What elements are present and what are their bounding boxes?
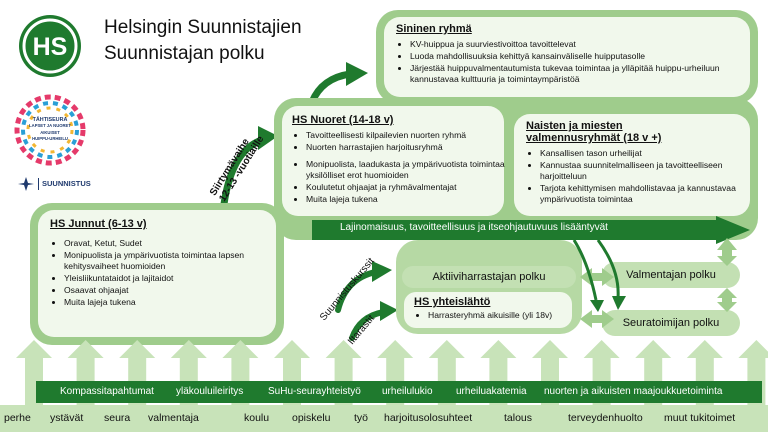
page-title-line2: Suunnistajan polku (104, 43, 265, 64)
club-logo-text: HS (33, 33, 68, 61)
sininen-title: Sininen ryhmä (396, 23, 472, 35)
nuoret-item: Muita lajeja tukena (306, 194, 506, 205)
junnut-item: Monipuolista ja ympärivuotista toimintaa… (64, 250, 274, 272)
compass-icon (18, 177, 34, 191)
valmentaja-label: Valmentajan polku (626, 269, 716, 281)
growth-arrow (312, 216, 750, 244)
yhteislahto-box: HS yhteislähtö Harrasteryhmä aikuisille … (404, 292, 572, 328)
support-item: koulu (244, 412, 270, 424)
nuoret-item: Tavoitteellisesti kilpailevien nuorten r… (306, 130, 506, 141)
federation-logo: SUUNNISTUS (16, 176, 96, 192)
support-item: harjoitusolosuhteet (384, 412, 473, 424)
support-strip: perhe ystävät seura valmentaja koulu opi… (0, 405, 768, 432)
support-item: seura (104, 412, 131, 424)
band-item: yläkouluileiritys (176, 386, 244, 397)
tahtiseura-line4: HUIPPU-URHEILU (32, 136, 68, 142)
valmentaja-path: Valmentajan polku (602, 262, 740, 288)
tahtiseura-line3: AIKUISET (40, 129, 60, 135)
band-item: urheiluakatemia (456, 386, 527, 397)
support-item: talous (504, 412, 533, 424)
nuoret-item: Monipuolista, laadukasta ja ympärivuotis… (306, 159, 506, 181)
band-item: SuHu-seurayhteistyö (268, 386, 361, 397)
valmennus-title: Naisten ja miesten valmennusryhmät (18 v… (526, 120, 662, 144)
nuoret-title: HS Nuoret (14-18 v) (292, 114, 394, 126)
club-logo: HS (18, 14, 82, 78)
junnut-item: Yleisliikuntataidot ja lajitaidot (64, 273, 274, 284)
arrow-head-nuoret-sininen (346, 62, 368, 86)
valmennus-item: Kansallisen tason urheilijat (540, 148, 750, 159)
support-item: työ (354, 412, 369, 424)
valmennusryhmat-box: Naisten ja miesten valmennusryhmät (18 v… (514, 114, 750, 216)
junnut-item: Osaavat ohjaajat (64, 285, 274, 296)
sininen-item: Järjestää huippuvalmentautumista tukevaa… (410, 63, 750, 85)
support-item: ystävät (50, 412, 84, 424)
hs-nuoret-box: HS Nuoret (14-18 v) Tavoitteellisesti ki… (282, 106, 506, 216)
page-title-line1: Helsingin Suunnistajien (104, 17, 302, 38)
band-item: nuorten ja aikuisten maajoukkuetoiminta (544, 386, 723, 397)
support-item: perhe (4, 412, 31, 424)
yhteislahto-title: HS yhteislähtö (414, 296, 491, 308)
seuratoimija-path: Seuratoimijan polku (602, 310, 740, 336)
support-item: valmentaja (148, 412, 199, 424)
aktiiviharrastaja-label: Aktiiviharrastajan polku (432, 271, 546, 283)
junnut-item: Muita lajeja tukena (64, 297, 274, 308)
hs-junnut-box: HS Junnut (6-13 v) Oravat, Ketut, Sudet … (38, 210, 276, 337)
band-item: urheilulukio (382, 386, 433, 397)
sininen-item: Luoda mahdollisuuksia kehittyä kansainvä… (410, 51, 750, 62)
tahtiseura-logo: TÄHTISEURA LAPSET JA NUORET AIKUISET HUI… (14, 94, 86, 166)
valmennus-item: Tarjota kehittymisen mahdollistavaa ja k… (540, 183, 750, 205)
growth-arrow-label: Lajinomaisuus, tavoitteellisuus ja itseo… (340, 222, 608, 233)
arrow-head-junnut-nuoret (258, 126, 278, 150)
support-item: terveydenhuolto (568, 412, 643, 424)
nuoret-item: Nuorten harrastajien harjoitusryhmä (306, 142, 506, 153)
support-item: opiskelu (292, 412, 331, 424)
band-item: Kompassitapahtumat (60, 386, 154, 397)
sininen-item: KV-huippua ja suurviestivoittoa tavoitte… (410, 39, 750, 50)
arrow-junnut-nuoret (220, 136, 266, 208)
sininen-ryhma-box: Sininen ryhmä KV-huippua ja suurviestivo… (384, 17, 750, 97)
yhteislahto-item: Harrasteryhmä aikuisille (yli 18v) (428, 310, 588, 321)
valmennus-item: Kannustaa suunnitelmalliseen ja tavoitte… (540, 160, 750, 182)
tahtiseura-line2: LAPSET JA NUORET (29, 123, 71, 129)
junnut-title: HS Junnut (6-13 v) (50, 218, 147, 230)
federation-name: SUUNNISTUS (42, 179, 91, 188)
junnut-item: Oravat, Ketut, Sudet (64, 238, 274, 249)
tahtiseura-line1: TÄHTISEURA (32, 117, 68, 123)
nuoret-item: Koulutetut ohjaajat ja ryhmävalmentajat (306, 182, 506, 193)
seuratoimija-label: Seuratoimijan polku (622, 317, 720, 329)
support-item: muut tukitoimet (664, 412, 736, 424)
pathway-band: Kompassitapahtumat yläkouluileiritys SuH… (36, 381, 762, 403)
arrow-kurssit (335, 269, 379, 313)
aktiiviharrastaja-path: Aktiiviharrastajan polku (402, 266, 576, 288)
